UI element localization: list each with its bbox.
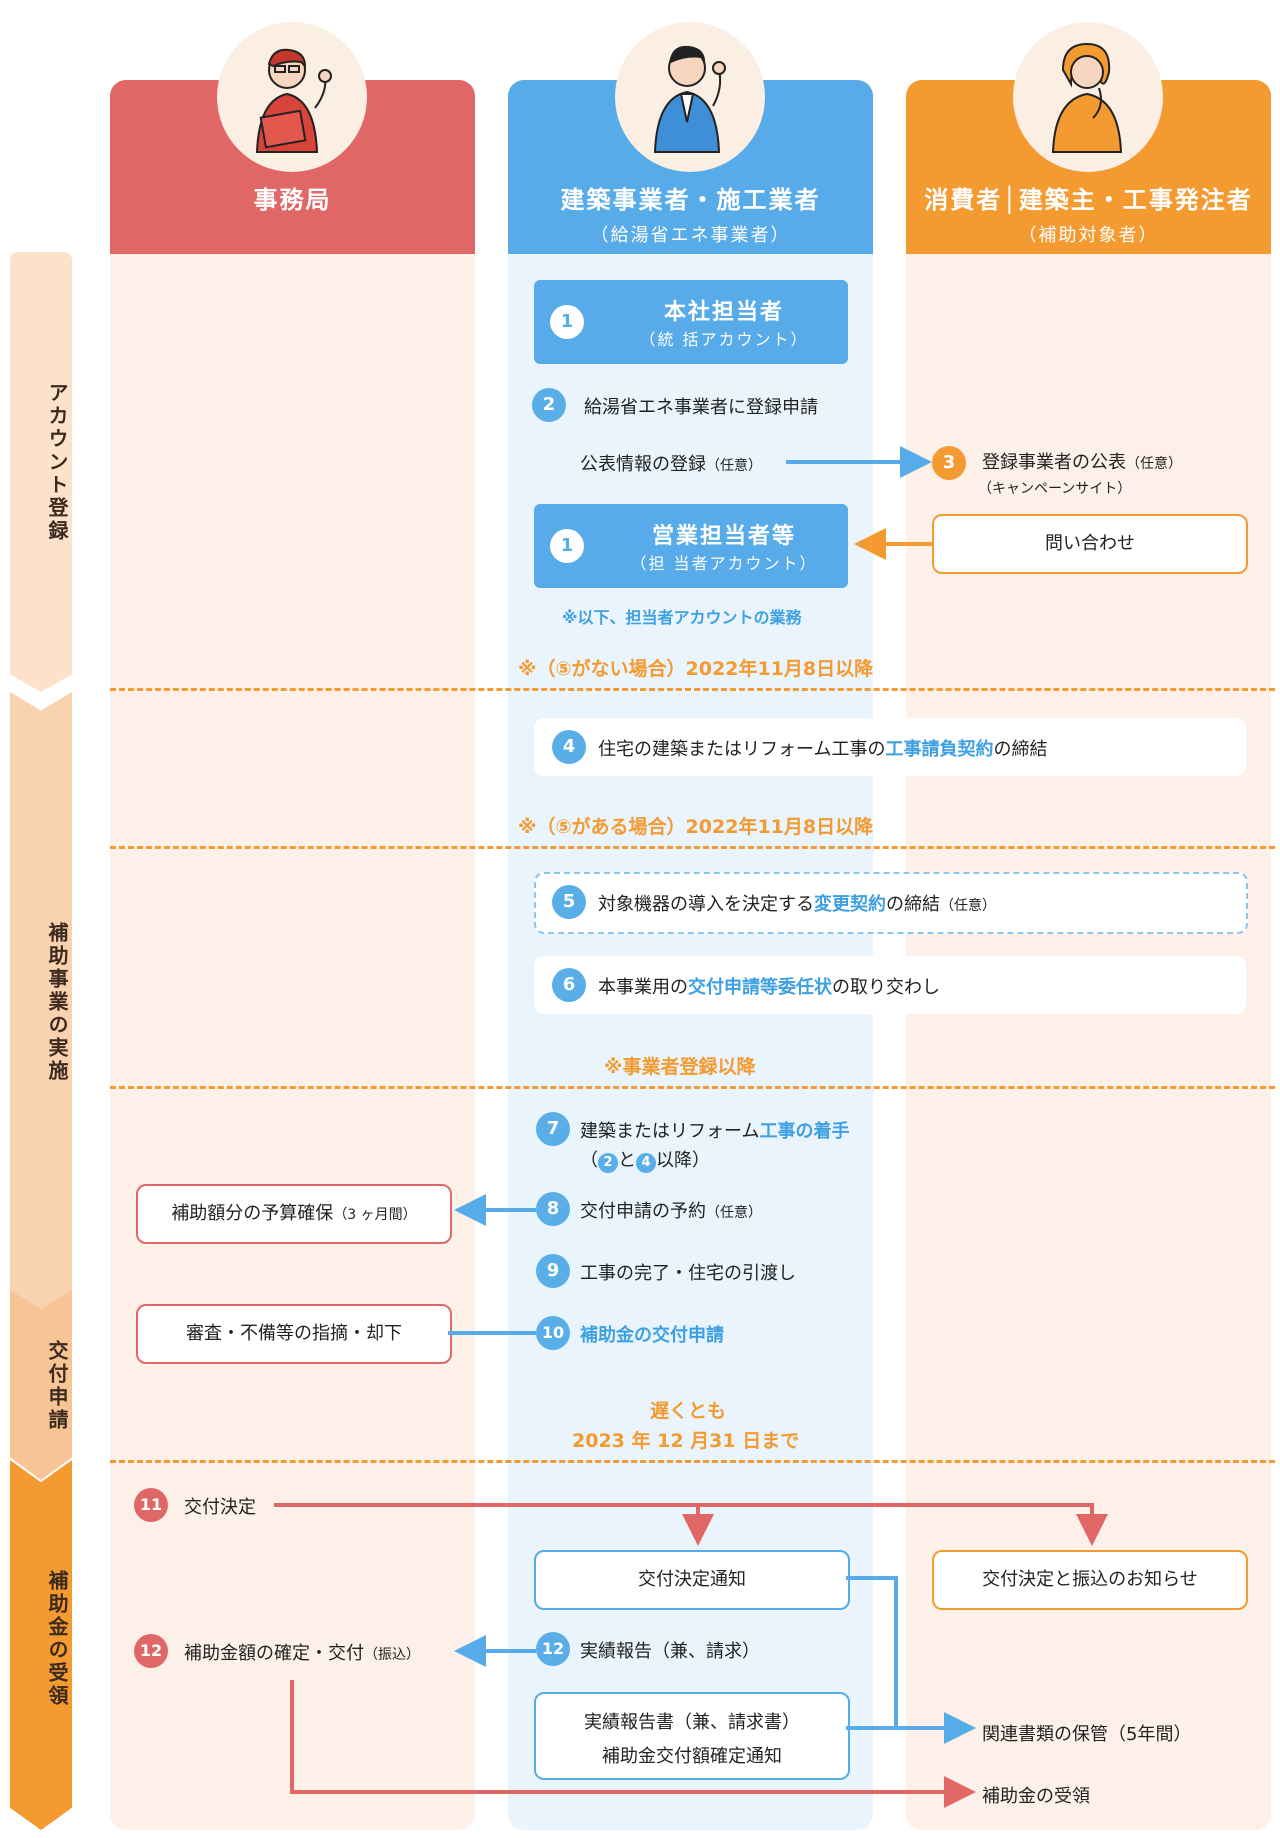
date-note-3: ※事業者登録以降	[604, 1056, 756, 1078]
step-12b-badge: 12	[536, 1632, 570, 1666]
step-12a-text: 補助金額の確定・交付（振込）	[184, 1643, 420, 1664]
secretariat-column	[110, 250, 475, 1830]
consumer-title: 消費者│建築主・工事発注者	[924, 186, 1253, 214]
step-10-text: 補助金の交付申請	[580, 1325, 724, 1346]
step-9-text: 工事の完了・住宅の引渡し	[580, 1263, 796, 1284]
step-4-badge: 4	[552, 730, 586, 764]
hq-title: 本社担当者	[663, 300, 784, 325]
staff-account-note: ※以下、担当者アカウントの業務	[562, 608, 802, 627]
consumer-person-icon	[1013, 22, 1163, 172]
secretariat-title: 事務局	[253, 186, 332, 214]
step-6-box: 6 本事業用の交付申請等委任状の取り交わし	[534, 956, 1246, 1014]
decision-notice-box: 交付決定通知	[534, 1550, 850, 1610]
stage-receipt: 補助金の受領	[10, 1460, 72, 1830]
step-1b-badge: 1	[550, 529, 584, 563]
registration-text: 給湯省エネ事業者に登録申請	[584, 397, 818, 418]
step-8-badge: 8	[536, 1192, 570, 1226]
separator-2	[110, 846, 1275, 849]
step-3-badge: 3	[932, 446, 966, 480]
sales-title: 営業担当者等	[651, 524, 796, 549]
builder-person-icon	[615, 22, 765, 172]
date-note-2: ※（⑤がある場合）2022年11月8日以降	[518, 816, 874, 838]
step-6-badge: 6	[552, 968, 586, 1002]
inquiry-box: 問い合わせ	[932, 514, 1248, 574]
step-5-text: 対象機器の導入を決定する変更契約の締結（任意）	[598, 894, 996, 915]
consumer-notice-box: 交付決定と振込のお知らせ	[932, 1550, 1248, 1610]
step-9-badge: 9	[536, 1254, 570, 1288]
step-11-badge: 11	[134, 1488, 168, 1522]
stage-application: 交付申請	[10, 1290, 72, 1480]
arrow-retention	[846, 1576, 976, 1744]
budget-box: 補助額分の予算確保（3 ヶ月間）	[136, 1184, 452, 1244]
builder-subtitle: （給湯省エネ事業者）	[590, 225, 791, 246]
arrow-payment	[290, 1680, 976, 1808]
deadline-line-1: 遅くとも	[650, 1400, 727, 1422]
document-retention-text: 関連書類の保管（5年間）	[982, 1724, 1192, 1745]
step-5-box: 5 対象機器の導入を決定する変更契約の締結（任意）	[534, 872, 1248, 934]
hq-subtitle: （統 括アカウント）	[639, 330, 809, 349]
step-12b-text: 実績報告（兼、請求）	[580, 1641, 760, 1662]
publication-text: 登録事業者の公表（任意）	[982, 452, 1182, 473]
separator-1	[110, 688, 1275, 691]
step-2-badge: 2	[532, 388, 566, 422]
report-box: 実績報告書（兼、請求書） 補助金交付額確定通知	[534, 1692, 850, 1780]
sales-subtitle: （担 当者アカウント）	[630, 554, 818, 573]
builder-title: 建築事業者・施工業者	[560, 186, 821, 214]
hq-account-box: 1 本社担当者 （統 括アカウント）	[534, 280, 848, 364]
publication-sub: （キャンペーンサイト）	[978, 481, 1132, 497]
step-1-badge: 1	[550, 305, 584, 339]
step-4-text: 住宅の建築またはリフォーム工事の工事請負契約の締結	[598, 739, 1048, 760]
arrow-decision	[274, 1503, 1108, 1546]
separator-4	[110, 1460, 1275, 1463]
step-10-badge: 10	[536, 1316, 570, 1350]
step-7-text: 建築またはリフォーム工事の着手	[580, 1121, 850, 1142]
step-12a-badge: 12	[134, 1634, 168, 1668]
date-note-1: ※（⑤がない場合）2022年11月8日以降	[518, 658, 874, 680]
secretariat-person-icon	[217, 22, 367, 172]
stage-implementation: 補助事業の実施	[10, 692, 72, 1314]
sales-account-box: 1 営業担当者等 （担 当者アカウント）	[534, 504, 848, 588]
step-7-badge: 7	[536, 1112, 570, 1146]
deadline-line-2: 2023 年 12 月31 日まで	[572, 1430, 800, 1452]
review-box: 審査・不備等の指摘・却下	[136, 1304, 452, 1364]
stage-account-registration: アカウント登録	[10, 252, 72, 692]
separator-3	[110, 1086, 1275, 1089]
step-4-box: 4 住宅の建築またはリフォーム工事の工事請負契約の締結	[534, 718, 1246, 776]
step-6-text: 本事業用の交付申請等委任状の取り交わし	[598, 977, 940, 998]
step-5-badge: 5	[552, 885, 586, 919]
public-info-text: 公表情報の登録（任意）	[580, 454, 762, 475]
step-11-text: 交付決定	[184, 1497, 256, 1518]
step-8-text: 交付申請の予約（任意）	[580, 1201, 762, 1222]
consumer-subtitle: （補助対象者）	[1018, 225, 1159, 246]
subsidy-receipt-text: 補助金の受領	[982, 1786, 1090, 1807]
